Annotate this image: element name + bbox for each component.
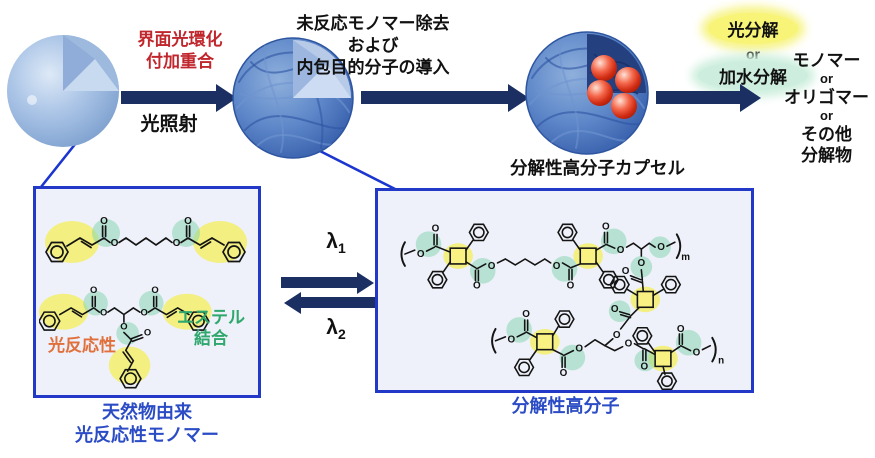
atom-label-o: O xyxy=(693,348,701,359)
cargo-molecule xyxy=(591,55,617,81)
atom-label-o: O xyxy=(602,221,610,232)
atom-label-o: O xyxy=(622,266,630,277)
polymer-shell-sphere xyxy=(232,37,354,159)
monomer-caption: 天然物由来 光反応性モノマー xyxy=(38,401,256,448)
product-oligomer: オリゴマー xyxy=(784,87,869,107)
atom-label-o: O xyxy=(677,324,685,335)
step2-label: 未反応モノマー除去 および 内包目的分子の導入 xyxy=(283,13,463,79)
ester-bond-label: エステル 結合 xyxy=(173,307,249,350)
ester-line1: エステル xyxy=(177,308,245,327)
loaded-capsule-sphere xyxy=(525,31,649,155)
atom-label-o: O xyxy=(141,306,148,317)
repeat-subscript-n: n xyxy=(718,355,724,366)
monomer-droplet-sphere xyxy=(7,35,119,147)
atom-label-o: O xyxy=(575,344,583,355)
polymer-caption: 分解性高分子 xyxy=(511,396,620,416)
monomer-box: O O O O O O O O O O 光反応性 エステル 結合 xyxy=(33,186,261,398)
cargo-molecule xyxy=(587,80,613,106)
lambda2-label: λ2 xyxy=(312,316,360,342)
atom-label-o: O xyxy=(473,281,481,292)
lambda2-subscript: 2 xyxy=(337,326,346,343)
step2-line3: 内包目的分子の導入 xyxy=(296,58,450,78)
atom-label-o: O xyxy=(184,216,192,227)
step1-reaction-label: 界面光環化 付加重合 xyxy=(121,29,239,73)
atom-label-o: O xyxy=(417,249,425,260)
product-or-2: or xyxy=(820,108,833,124)
atom-label-o: O xyxy=(567,281,575,292)
dicinnamate-structure: O O O O xyxy=(45,216,247,263)
atom-label-o: O xyxy=(522,309,530,320)
atom-label-o: O xyxy=(111,238,119,249)
process-arrow-3 xyxy=(656,91,740,104)
atom-label-o: O xyxy=(144,326,151,337)
monomer-caption-line1: 天然物由来 xyxy=(102,402,192,422)
forward-arrow-lambda1 xyxy=(281,277,357,288)
atom-label-o: O xyxy=(617,245,625,256)
degrade-or-label: or xyxy=(746,46,760,62)
product-other-2: 分解物 xyxy=(801,145,852,165)
product-monomer: モノマー xyxy=(792,51,861,70)
atom-label-o: O xyxy=(640,361,648,372)
atom-label-o: O xyxy=(90,284,97,295)
lambda-symbol: λ xyxy=(326,316,338,339)
hydrolysis-label: 加水分解 xyxy=(719,68,787,87)
product-or-1: or xyxy=(820,71,833,87)
atom-label-o: O xyxy=(625,339,633,350)
atom-label-o: O xyxy=(151,284,158,295)
atom-label-o: O xyxy=(553,261,561,272)
atom-label-o: O xyxy=(100,306,107,317)
atom-label-o: O xyxy=(507,335,515,346)
atom-label-o: O xyxy=(173,238,181,249)
monomer-caption-line2: 光反応性モノマー xyxy=(75,425,219,446)
cargo-molecule xyxy=(611,93,637,119)
atom-label-o: O xyxy=(611,304,619,315)
lambda1-subscript: 1 xyxy=(337,240,346,257)
capsule-label: 分解性高分子カプセル xyxy=(510,158,685,178)
atom-label-o: O xyxy=(488,261,496,272)
process-arrow-1 xyxy=(121,91,216,104)
atom-label-o: O xyxy=(638,258,646,269)
repeat-subscript-m: m xyxy=(681,252,690,263)
lambda1-label: λ1 xyxy=(312,230,360,256)
product-other-1: その他 xyxy=(801,124,852,144)
step2-line2: および xyxy=(347,36,399,56)
lambda-symbol: λ xyxy=(326,230,338,253)
cargo-molecule xyxy=(615,67,641,93)
photodegradation-highlight: 光分解 xyxy=(708,13,798,44)
degradation-products-list: モノマー or オリゴマー or その他 分解物 xyxy=(778,50,875,166)
tricinnamate-structure: O O O O O O xyxy=(39,284,212,389)
polymer-box: O O O O O O O O O O O O O O O O O O O O … xyxy=(375,188,754,393)
step1-line2: 付加重合 xyxy=(146,52,214,72)
process-arrow-2 xyxy=(361,91,508,104)
photoreactive-label: 光反応性 xyxy=(48,336,116,355)
photodegradation-label: 光分解 xyxy=(727,21,779,40)
step2-line1: 未反応モノマー除去 xyxy=(296,14,450,33)
step1-condition-label: 光照射 xyxy=(140,114,198,135)
atom-label-o: O xyxy=(560,368,568,379)
reverse-arrow-lambda2 xyxy=(301,297,377,308)
atom-label-o: O xyxy=(432,223,440,234)
ester-line2: 結合 xyxy=(194,329,228,349)
step1-line1: 界面光環化 xyxy=(137,30,223,49)
degradable-polymer-structure: O O O O O O O O O O O O O O O O O O O O … xyxy=(400,221,724,391)
atom-label-o: O xyxy=(100,216,108,227)
atom-label-o: O xyxy=(613,330,621,341)
atom-label-o: O xyxy=(120,321,127,332)
atom-label-o: O xyxy=(657,242,665,253)
